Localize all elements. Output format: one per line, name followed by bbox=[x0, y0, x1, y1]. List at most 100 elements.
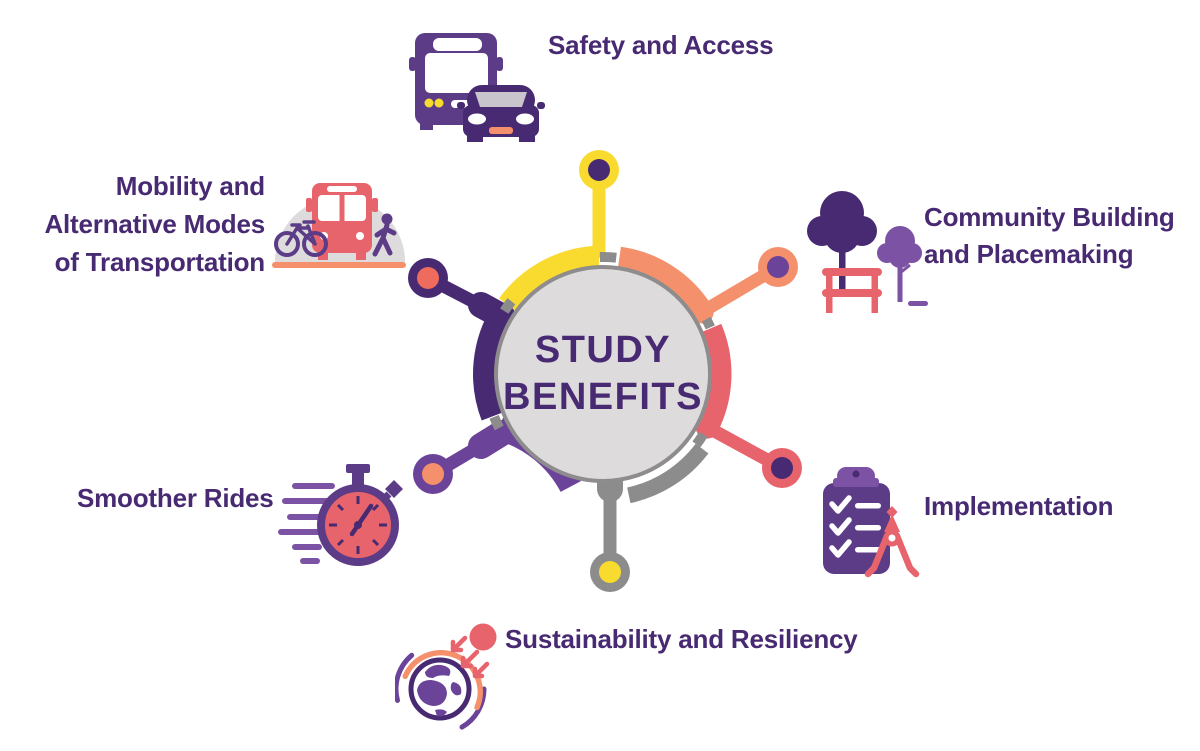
label-community-building: Community Building and Placemaking bbox=[924, 202, 1175, 269]
bench-leg bbox=[826, 289, 833, 313]
arrow bbox=[450, 635, 468, 653]
arc-gray-outer bbox=[626, 443, 709, 504]
ring-safety-dot bbox=[588, 159, 610, 181]
tree-branch bbox=[899, 263, 911, 275]
purple-orbit-arc bbox=[459, 686, 487, 730]
speed-lines bbox=[278, 483, 335, 564]
bus-headlight bbox=[424, 98, 434, 108]
bus-headlight bbox=[434, 98, 444, 108]
label-implementation: Implementation bbox=[924, 491, 1114, 521]
clipboard-clip-base bbox=[833, 478, 879, 487]
separator bbox=[489, 415, 504, 431]
spoke-end-rings bbox=[408, 150, 802, 592]
continent bbox=[450, 682, 462, 696]
tree-trunk bbox=[839, 233, 846, 295]
separator bbox=[692, 431, 708, 448]
car-bumper bbox=[489, 127, 513, 134]
bench-back bbox=[822, 268, 882, 276]
globe-and-sun-icon bbox=[395, 623, 497, 730]
bus-and-car-icon bbox=[409, 33, 545, 142]
tick bbox=[336, 538, 345, 547]
bike-frame bbox=[285, 220, 317, 246]
sun-rays-arrows bbox=[450, 635, 490, 679]
car-body bbox=[463, 105, 539, 137]
bench-seat bbox=[822, 289, 882, 297]
ring-arcs bbox=[473, 245, 732, 493]
bus-bike-pedestrian-icon bbox=[272, 183, 406, 268]
separator bbox=[500, 298, 516, 314]
tree-trunk bbox=[897, 255, 903, 302]
clipboard-and-compass-icon bbox=[823, 467, 920, 578]
ring-mobility-dot bbox=[417, 267, 439, 289]
continent bbox=[435, 709, 447, 717]
arc-purple-dark bbox=[473, 305, 516, 421]
clipboard bbox=[823, 467, 890, 574]
red-bus bbox=[306, 183, 378, 260]
arrow bbox=[460, 649, 480, 669]
bench bbox=[822, 268, 882, 313]
tree-crown bbox=[824, 217, 860, 253]
label-safety-and-access: Safety and Access bbox=[548, 30, 774, 60]
separator bbox=[701, 316, 715, 330]
tick bbox=[371, 503, 380, 512]
sun bbox=[469, 623, 497, 651]
watch-center bbox=[354, 521, 362, 529]
bicycle bbox=[274, 220, 328, 257]
car-headlight bbox=[516, 113, 534, 125]
bus-mirror-right bbox=[496, 57, 503, 71]
speed-line bbox=[300, 558, 320, 564]
ring-smoother-dot bbox=[422, 463, 444, 485]
arrow bbox=[472, 661, 490, 679]
continents bbox=[417, 664, 462, 717]
arc-red-cap bbox=[695, 415, 719, 439]
checkmark bbox=[829, 495, 852, 514]
arc-yellow bbox=[499, 245, 600, 313]
car-windshield bbox=[475, 92, 527, 107]
pedestrian bbox=[372, 213, 397, 257]
ring-community-dot bbox=[767, 256, 789, 278]
arc-separators bbox=[489, 251, 715, 448]
car-mirror-left bbox=[457, 102, 465, 109]
continent bbox=[417, 680, 447, 706]
speed-line bbox=[282, 498, 332, 504]
windshield-divider bbox=[339, 195, 345, 221]
bike-wheel bbox=[302, 231, 328, 257]
pedestrian-head bbox=[381, 213, 393, 225]
bench-post bbox=[871, 268, 878, 292]
ring-implementation-dot bbox=[771, 457, 793, 479]
car-front bbox=[457, 85, 545, 142]
arc-salmon-cap bbox=[690, 300, 714, 324]
orbit-arcs bbox=[395, 650, 487, 730]
purple-orbit-arc bbox=[395, 652, 415, 703]
bench-post bbox=[826, 268, 833, 292]
compass-neck bbox=[884, 514, 900, 532]
compass-top bbox=[886, 506, 898, 518]
list-line bbox=[855, 525, 881, 531]
car-headlight bbox=[468, 113, 486, 125]
checkmark bbox=[829, 539, 852, 558]
bench-leg bbox=[871, 289, 878, 313]
ground-line bbox=[272, 262, 406, 268]
globe bbox=[408, 657, 472, 721]
ring-sustainability-dot bbox=[599, 561, 621, 583]
bus-headlight bbox=[356, 232, 364, 240]
hub-circle bbox=[494, 265, 712, 483]
button-cap bbox=[346, 464, 370, 473]
compass-hinge-hole bbox=[888, 534, 896, 542]
checklist bbox=[829, 495, 852, 558]
bus-wheel bbox=[318, 252, 328, 260]
stopwatch-icon bbox=[278, 464, 403, 566]
clip-hole bbox=[852, 470, 860, 478]
stopwatch bbox=[317, 464, 403, 566]
tick-marks bbox=[329, 496, 387, 554]
side-button bbox=[385, 480, 403, 498]
list-line bbox=[855, 503, 881, 509]
continent bbox=[425, 664, 451, 678]
checkmark bbox=[829, 517, 852, 536]
bike-wheel bbox=[274, 231, 300, 257]
bus-wheel bbox=[356, 252, 366, 260]
speed-line bbox=[292, 544, 322, 550]
bus-windshield bbox=[425, 53, 488, 93]
